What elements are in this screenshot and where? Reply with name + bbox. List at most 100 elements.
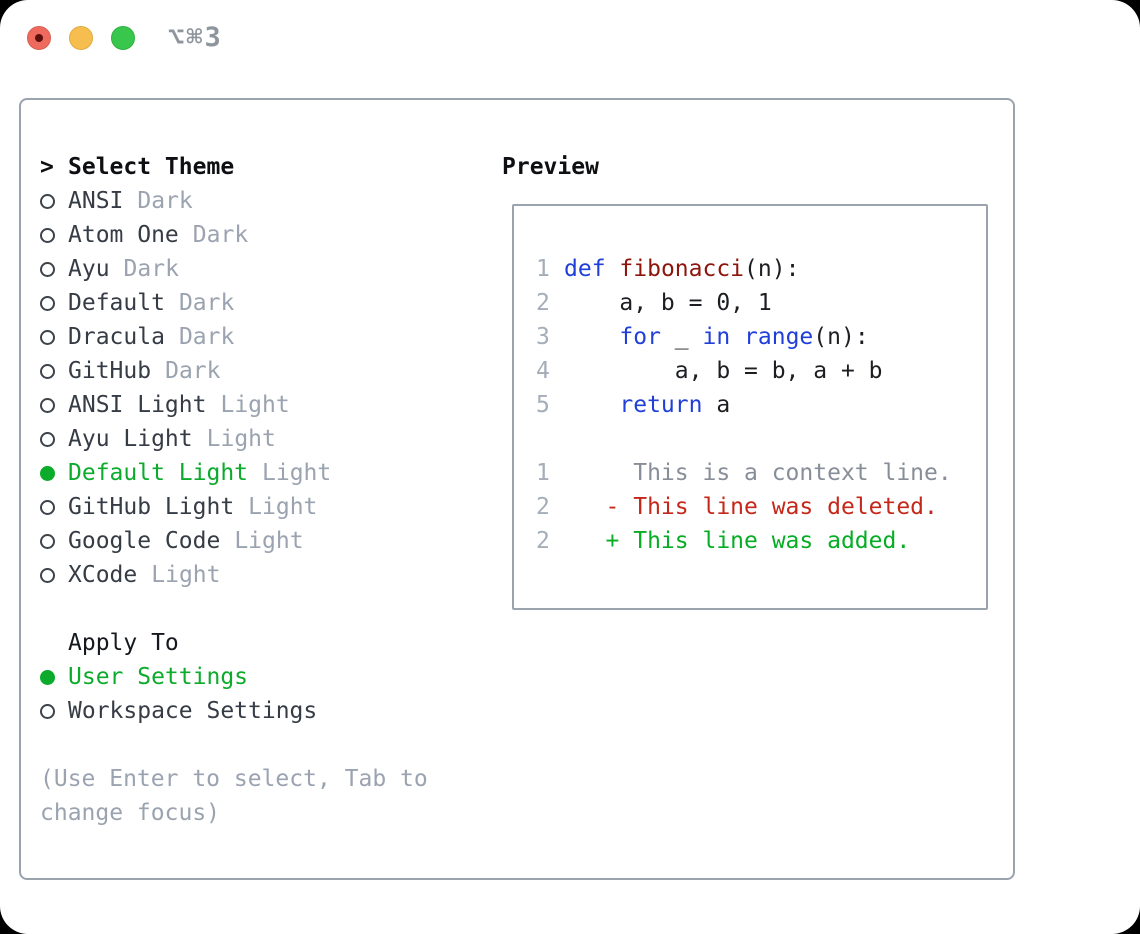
code-line	[536, 422, 986, 456]
option-label: Default	[68, 290, 165, 316]
radio-icon	[40, 295, 55, 311]
radio-icon	[40, 465, 55, 481]
option-variant: Light	[248, 494, 318, 520]
theme-option[interactable]: Default Light Light	[40, 456, 331, 490]
code-line: 1 This is a context line.	[536, 456, 986, 490]
theme-option[interactable]: Atom One Dark	[40, 218, 331, 252]
preview-title: Preview	[502, 154, 599, 180]
option-variant: Dark	[123, 256, 179, 282]
apply-to-option[interactable]: User Settings	[40, 660, 317, 694]
theme-option[interactable]: ANSI Light Light	[40, 388, 331, 422]
theme-option[interactable]: GitHub Light Light	[40, 490, 331, 524]
theme-option[interactable]: Default Dark	[40, 286, 331, 320]
select-theme-title: Select Theme	[68, 154, 235, 180]
radio-cell	[40, 227, 68, 243]
radio-icon	[40, 193, 55, 209]
radio-cell	[40, 193, 68, 209]
option-label: Dracula	[68, 324, 165, 350]
close-button[interactable]	[27, 26, 51, 50]
line-tokens: a, b = 0, 1	[564, 290, 772, 316]
line-number: 5	[536, 392, 550, 418]
code-line: 5 return a	[536, 388, 986, 422]
option-variant: Light	[220, 392, 290, 418]
radio-icon	[40, 363, 55, 379]
titlebar: ⌥⌘3	[0, 0, 1140, 76]
line-number: 1	[536, 460, 550, 486]
window-title: ⌥⌘3	[168, 22, 223, 53]
line-number: 2	[536, 494, 550, 520]
apply-to-option[interactable]: Workspace Settings	[40, 694, 317, 728]
radio-icon	[40, 567, 55, 583]
radio-cell	[40, 533, 68, 549]
option-label: GitHub Light	[68, 494, 235, 520]
line-tokens: + This line was added.	[605, 528, 911, 554]
theme-option[interactable]: XCode Light	[40, 558, 331, 592]
radio-cell	[40, 397, 68, 413]
radio-icon	[40, 329, 55, 345]
option-label: ANSI Light	[68, 392, 207, 418]
line-number	[536, 422, 550, 456]
apply-to-title: Apply To	[68, 630, 179, 656]
option-variant: Light	[262, 460, 332, 486]
option-variant: Dark	[178, 290, 235, 316]
apply-to-header-row: Apply To	[40, 626, 317, 660]
option-variant: Dark	[137, 188, 193, 214]
theme-option[interactable]: Dracula Dark	[40, 320, 331, 354]
minimize-button[interactable]	[69, 26, 93, 50]
theme-option[interactable]: Ayu Light Light	[40, 422, 331, 456]
option-label: Ayu	[68, 256, 110, 282]
line-tokens: a, b = b, a + b	[564, 358, 883, 384]
option-variant: Light	[151, 562, 221, 588]
radio-cell	[40, 431, 68, 447]
radio-cell	[40, 703, 68, 719]
option-variant: Dark	[192, 222, 249, 248]
option-variant: Dark	[178, 324, 235, 350]
radio-icon	[40, 397, 55, 413]
close-dot-icon	[35, 34, 43, 42]
theme-option[interactable]: Google Code Light	[40, 524, 331, 558]
radio-icon	[40, 431, 55, 447]
theme-option[interactable]: GitHub Dark	[40, 354, 331, 388]
code-line: 2 a, b = 0, 1	[536, 286, 986, 320]
code-line: 3 for _ in range(n):	[536, 320, 986, 354]
theme-dialog-panel: > Select Theme ANSI Dark Atom One Dark A…	[19, 98, 1015, 880]
theme-picker: > Select Theme ANSI Dark Atom One Dark A…	[40, 150, 331, 592]
theme-list: ANSI Dark Atom One Dark Ayu Dark Default…	[40, 184, 331, 592]
radio-cell	[40, 669, 68, 685]
radio-cell	[40, 363, 68, 379]
line-tokens: def fibonacci(n):	[564, 256, 800, 282]
option-variant: Light	[206, 426, 276, 452]
option-label: Workspace Settings	[68, 698, 318, 724]
radio-cell	[40, 499, 68, 515]
theme-option[interactable]: ANSI Dark	[40, 184, 331, 218]
option-label: XCode	[68, 562, 138, 588]
code-line: 2 - This line was deleted.	[536, 490, 986, 524]
code-line: 4 a, b = b, a + b	[536, 354, 986, 388]
option-label: Default Light	[68, 460, 249, 486]
line-tokens: return a	[619, 392, 731, 418]
line-number: 2	[536, 290, 550, 316]
zoom-button[interactable]	[111, 26, 135, 50]
preview-code-box: 1 def fibonacci(n): 2 a, b = 0, 1 3 for …	[512, 204, 988, 610]
line-tokens: This is a context line.	[564, 460, 952, 486]
radio-icon	[40, 533, 55, 549]
line-number: 4	[536, 358, 550, 384]
line-number: 2	[536, 528, 550, 554]
option-label: Ayu Light	[68, 426, 193, 452]
line-number: 3	[536, 324, 550, 350]
option-label: ANSI	[68, 188, 124, 214]
radio-cell	[40, 465, 68, 481]
apply-to-options: User Settings Workspace Settings	[40, 660, 317, 728]
traffic-lights	[27, 26, 135, 50]
theme-option[interactable]: Ayu Dark	[40, 252, 331, 286]
option-label: User Settings	[68, 664, 249, 690]
select-theme-header-row: > Select Theme	[40, 150, 331, 184]
option-label: Atom One	[68, 222, 179, 248]
radio-cell	[40, 295, 68, 311]
line-number: 1	[536, 256, 550, 282]
option-variant: Dark	[165, 358, 221, 384]
option-variant: Light	[234, 528, 304, 554]
apply-to-section: Apply To User Settings Workspace Setting…	[40, 626, 317, 728]
radio-icon	[40, 669, 55, 685]
